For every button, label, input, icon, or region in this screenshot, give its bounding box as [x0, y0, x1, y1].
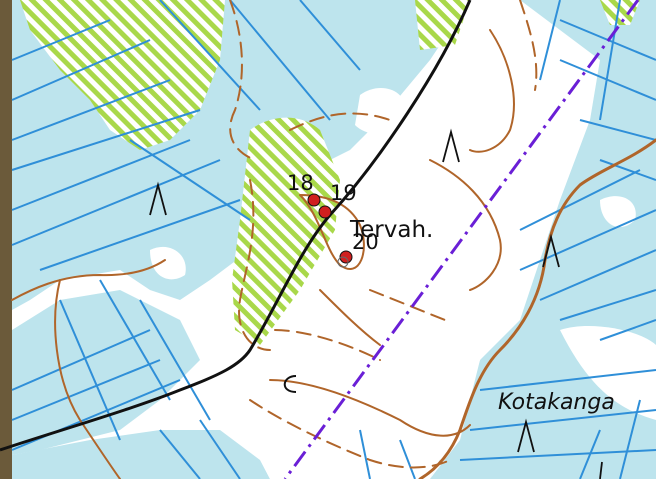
drainage-ditches: [11, 0, 656, 479]
point-markers: [307, 193, 353, 264]
point-marker-19: [318, 205, 332, 219]
point-label-20: 20: [352, 230, 379, 254]
point-label-18: 18: [287, 171, 314, 195]
open-areas: [150, 87, 656, 420]
open-corridor: [230, 0, 560, 479]
point-marker-20: [339, 250, 353, 264]
point-marker-18: [307, 193, 321, 207]
cultivated-areas: [20, 0, 640, 345]
meadow-symbol-4: [517, 418, 535, 453]
map-edge: [0, 0, 12, 479]
meadow-symbol-2: [442, 128, 460, 163]
road: [0, 0, 472, 452]
point-marker-outline: [337, 256, 349, 268]
depression-symbol: [283, 375, 297, 393]
place-label-tervah: Tervah.: [350, 217, 434, 243]
meadow-symbol-5: [599, 461, 603, 479]
place-label-kotakanga: Kotakanga: [498, 390, 615, 415]
boundary-line: [283, 0, 640, 479]
point-label-19: 19: [330, 181, 357, 205]
meadow-symbol-1: [149, 181, 167, 216]
meadow-symbol-3: [542, 233, 560, 268]
